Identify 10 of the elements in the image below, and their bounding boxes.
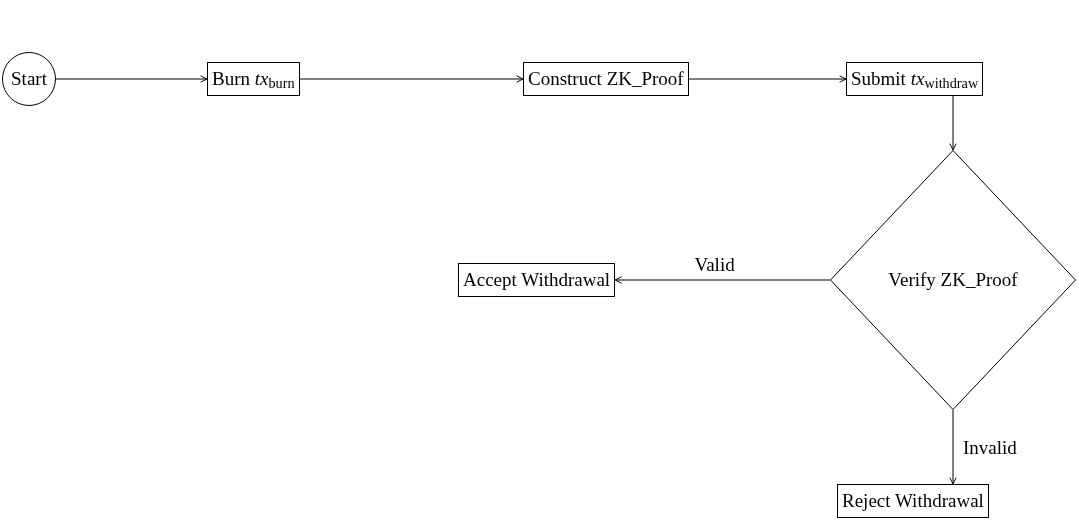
node-text: Verify ZK_Proof (888, 267, 1018, 292)
node-text: Burn tx$_{burn}$ (212, 66, 295, 94)
edge-label: Invalid (961, 438, 1019, 457)
node-text: Submit tx$_{withdraw}$ (851, 66, 979, 94)
decision-diamond (830, 150, 1076, 410)
node-text: Construct ZK_Proof (528, 66, 684, 91)
node-text: Accept Withdrawal (463, 267, 611, 292)
node-text: Start (11, 66, 47, 91)
node-text: Reject Withdrawal (842, 488, 984, 513)
edge-label: Valid (692, 255, 737, 274)
